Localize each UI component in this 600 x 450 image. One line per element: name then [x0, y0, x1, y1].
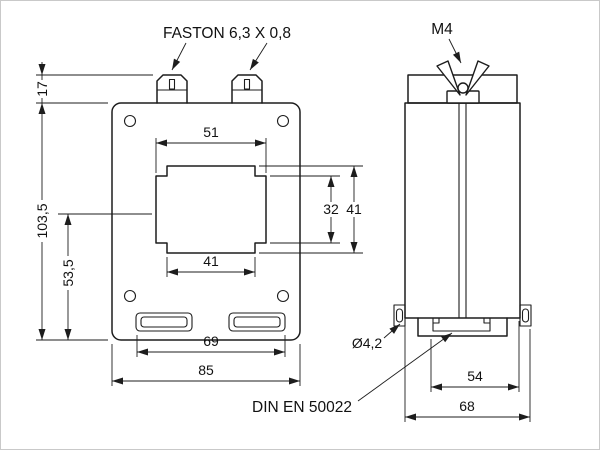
dimensions: 17 103,5 53,5 51 32 41 41 [33, 62, 531, 422]
label-m4: M4 [431, 21, 453, 38]
wing-left [436, 60, 461, 96]
faston-terminal-left [156, 74, 188, 104]
leader-faston-right [249, 42, 268, 71]
dim-68: 68 [459, 398, 475, 414]
side-body-outline [404, 102, 521, 319]
mounting-tab-left [393, 304, 406, 327]
corner-hole-top-right [276, 114, 290, 128]
dim-32: 32 [323, 201, 339, 217]
dim-85: 85 [198, 362, 214, 378]
label-din-rail: DIN EN 50022 [252, 399, 352, 416]
wing-nut [436, 60, 490, 104]
mounting-tab-right [519, 304, 532, 327]
terminal-slot [243, 78, 251, 90]
front-view [111, 74, 301, 341]
dim-103-5: 103,5 [34, 203, 50, 238]
front-body-outline [111, 102, 301, 341]
mounting-hole-slot [395, 308, 404, 323]
dim-69: 69 [203, 333, 219, 349]
din-rail-clip [417, 317, 508, 337]
nut-hub [457, 82, 469, 94]
dim-41-height: 41 [346, 201, 362, 217]
dim-53-5: 53,5 [60, 259, 76, 286]
mounting-hole-slot [521, 308, 530, 323]
leader-m4 [448, 38, 462, 64]
corner-hole-bottom-left [123, 289, 137, 303]
dim-41-width: 41 [203, 253, 219, 269]
terminal-slot [168, 78, 176, 90]
dim-51: 51 [203, 124, 219, 140]
labels: FASTON 6,3 X 0,8 M4 Ø4,2 DIN EN 50022 [163, 21, 462, 416]
leader-din-rail [357, 332, 453, 402]
dim-54: 54 [467, 368, 483, 384]
dim-17: 17 [34, 81, 50, 97]
corner-hole-top-left [123, 114, 137, 128]
faston-terminal-right [231, 74, 263, 104]
side-view [393, 60, 532, 337]
din-foot-slot-left [135, 312, 193, 332]
leader-hole-diameter [383, 323, 401, 339]
din-foot-slot-right [228, 312, 286, 332]
label-hole-diameter: Ø4,2 [352, 335, 383, 351]
leader-faston-left [171, 42, 187, 71]
wing-right [465, 60, 490, 96]
corner-hole-bottom-right [276, 289, 290, 303]
label-faston: FASTON 6,3 X 0,8 [163, 25, 291, 42]
front-window-opening [155, 165, 267, 254]
